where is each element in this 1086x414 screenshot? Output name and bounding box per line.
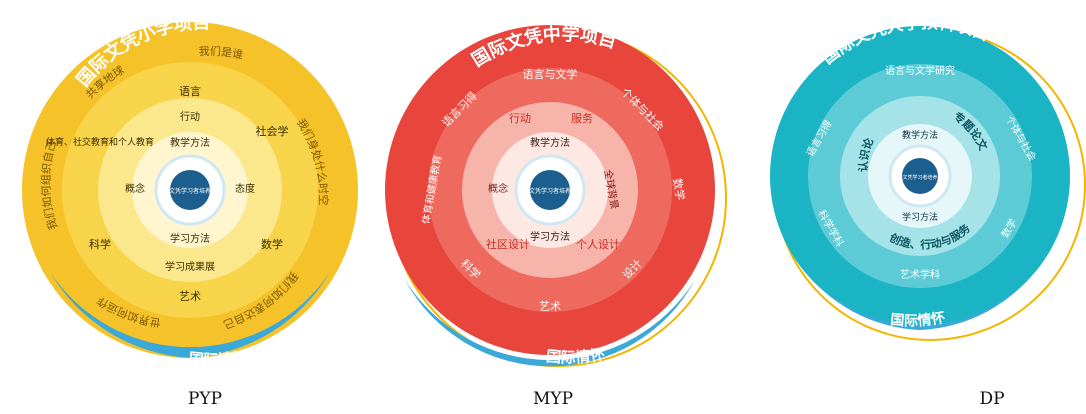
dp-core-profile-icon bbox=[902, 158, 938, 194]
myp-footer: 国际情怀 bbox=[545, 345, 606, 367]
pyp-footer: 国际情怀 bbox=[188, 348, 249, 369]
dp-footer-arc bbox=[800, 265, 1040, 330]
pyp-subject-math: 数学 bbox=[261, 237, 283, 251]
dp-approach-learning: 学习方法 bbox=[902, 211, 938, 223]
pyp-subject-pspe: 体育、社交教育和个人教育 bbox=[46, 136, 154, 148]
dp-caption: DP bbox=[979, 389, 1005, 409]
myp-caption: MYP bbox=[532, 389, 574, 409]
dp-approach-teaching: 教学方法 bbox=[902, 129, 938, 141]
myp-learner-profile: 国际文凭学习者培养目标 bbox=[517, 187, 583, 195]
myp-core-profile-icon bbox=[530, 170, 570, 210]
myp-element-action: 行动 bbox=[509, 112, 531, 125]
pyp-core-profile-icon bbox=[170, 170, 210, 210]
pyp-element-attitude: 态度 bbox=[235, 182, 255, 195]
myp-element-personal: 个人设计 bbox=[576, 238, 620, 251]
pyp-approach-teaching: 教学方法 bbox=[170, 136, 210, 149]
pyp-learner-profile: 国际文凭学习者培养目标 bbox=[157, 187, 223, 195]
pyp-subject-arts: 艺术 bbox=[179, 290, 201, 303]
myp-approach-learning: 学习方法 bbox=[530, 230, 570, 243]
pyp-element-action: 行动 bbox=[180, 110, 200, 123]
dp-diagram: 国际文凭大学预科项目 国际情怀 语言与文学研究 个体与社会 数学 艺术学科 科学… bbox=[770, 12, 1086, 341]
myp-element-concept: 概念 bbox=[488, 182, 508, 195]
dp-subject-langlit: 语言与文学研究 bbox=[885, 64, 955, 77]
pyp-element-exhibition: 学习成果展 bbox=[165, 260, 215, 273]
myp-subject-langlit: 语言与文学 bbox=[523, 67, 578, 81]
dp-footer: 国际情怀 bbox=[890, 309, 947, 329]
myp-approach-teaching: 教学方法 bbox=[530, 136, 570, 149]
pyp-subject-science: 科学 bbox=[89, 237, 111, 251]
myp-element-service: 服务 bbox=[571, 112, 593, 125]
myp-element-community: 社区设计 bbox=[486, 237, 530, 251]
myp-footer-arc bbox=[405, 280, 695, 367]
pyp-diagram: 国际文凭小学项目 国际情怀 我们是谁 我们身处什么时空 我们如何表达自己 世界如… bbox=[22, 12, 358, 369]
myp-diagram: 国际文凭中学项目 国际情怀 语言与文学 个体与社会 数学 设计 艺术 科学 体育… bbox=[385, 23, 727, 367]
pyp-element-concept: 概念 bbox=[125, 182, 145, 195]
myp-subject-arts: 艺术 bbox=[539, 300, 561, 313]
pyp-approach-learning: 学习方法 bbox=[170, 232, 210, 245]
dp-learner-profile: 国际文凭学习者培养目标 bbox=[892, 174, 947, 181]
pyp-subject-social: 社会学 bbox=[256, 124, 289, 138]
pyp-footer-arc bbox=[50, 272, 330, 358]
myp-subject-math: 数学 bbox=[670, 177, 688, 201]
dp-subject-arts: 艺术学科 bbox=[900, 268, 940, 281]
pyp-subject-language: 语言 bbox=[179, 85, 201, 98]
pyp-caption: PYP bbox=[187, 389, 223, 409]
